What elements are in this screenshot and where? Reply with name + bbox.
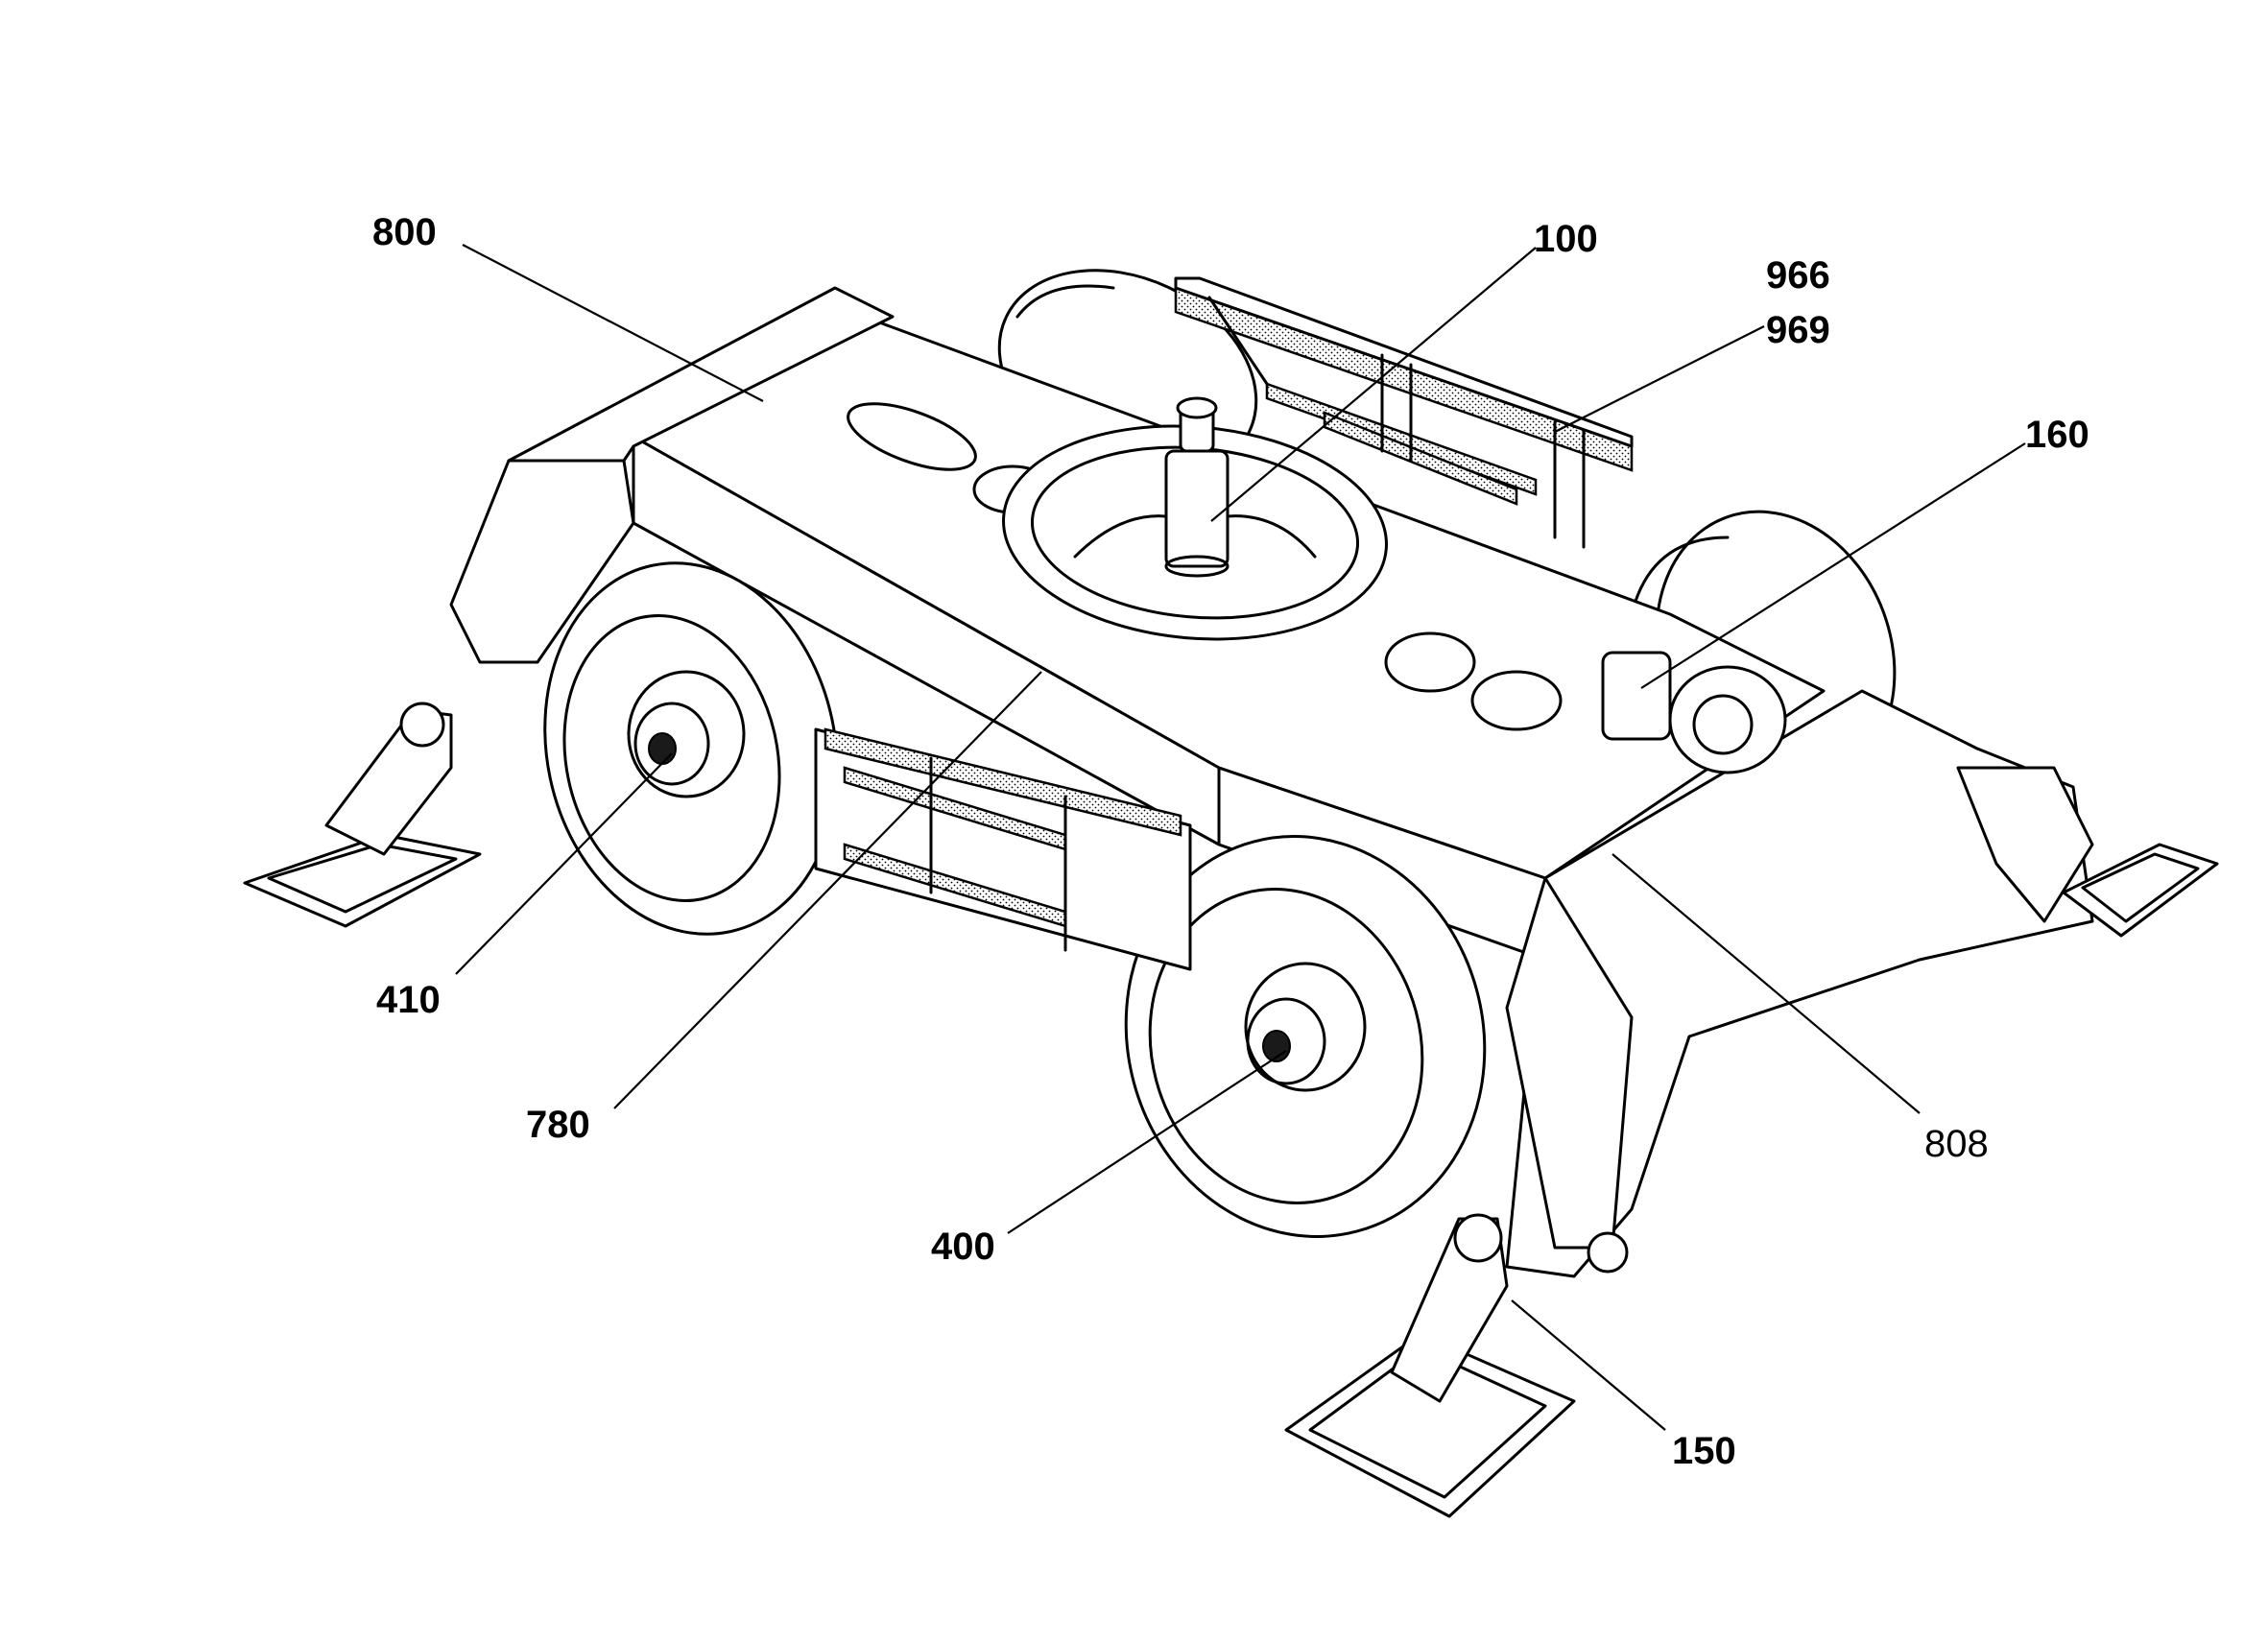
label-800: 800 (372, 211, 437, 253)
leader-400 (1007, 1050, 1287, 1234)
hub-400 (1244, 962, 1367, 1092)
leader-800 (462, 244, 764, 402)
pivot-housing-160 (1601, 651, 1787, 774)
leader-100 (1210, 247, 1537, 522)
hub-410 (627, 670, 746, 798)
far-right-outrigger-foot (2062, 843, 2219, 938)
leader-150 (1511, 1299, 1666, 1431)
label-969: 969 (1766, 309, 1830, 351)
rear-step-assembly (1174, 276, 1634, 549)
label-966: 966 (1766, 254, 1830, 297)
label-160: 160 (2025, 414, 2089, 456)
label-808: 808 (1924, 1123, 1989, 1165)
king-pin-cylinder (1164, 396, 1229, 578)
label-400: 400 (931, 1226, 995, 1268)
leader-780 (613, 671, 1042, 1109)
label-780: 780 (526, 1104, 590, 1146)
leader-410 (455, 752, 673, 975)
leader-160 (1640, 442, 2026, 689)
left-outrigger-foot (243, 702, 482, 928)
leader-808 (1611, 853, 1921, 1114)
outrigger-foot-150 (1284, 1213, 1629, 1518)
leader-969 (1554, 325, 1765, 433)
label-410: 410 (376, 979, 441, 1021)
step-box-780 (814, 727, 1192, 971)
label-100: 100 (1534, 218, 1598, 260)
label-150: 150 (1672, 1430, 1736, 1472)
